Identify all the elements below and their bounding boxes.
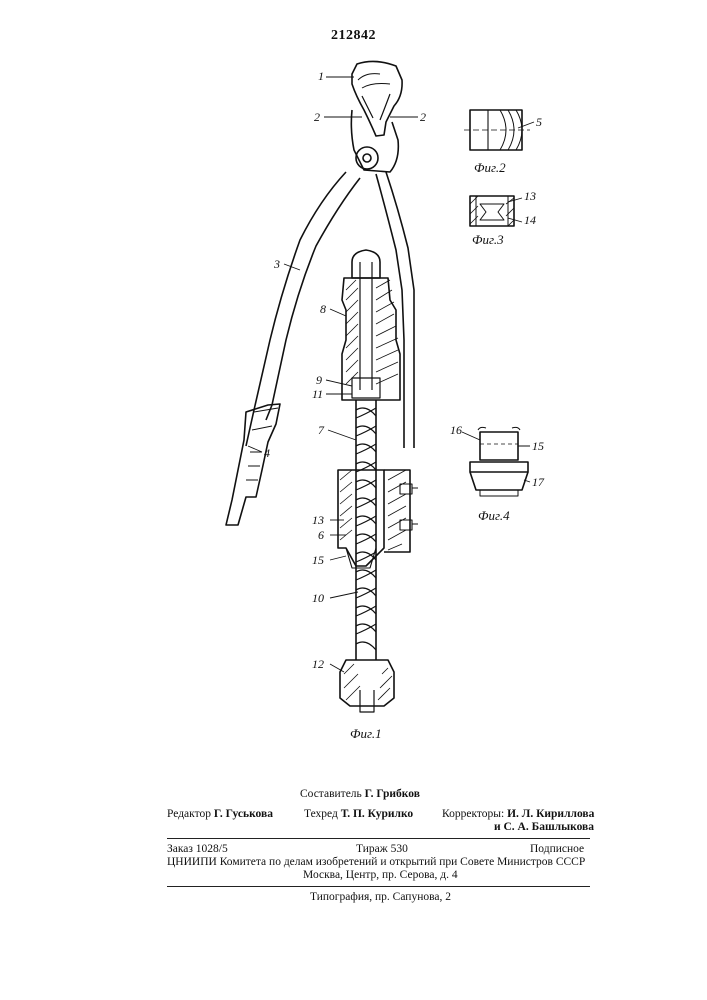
callout-4: 4	[264, 446, 270, 460]
callout-12: 12	[312, 657, 324, 671]
caption-fig1: Фиг.1	[350, 726, 382, 741]
fig3-detail	[470, 196, 522, 226]
callout-17: 17	[532, 475, 545, 489]
callout-16: 16	[450, 423, 462, 437]
techred-line: Техред Т. П. Курилко	[304, 808, 413, 821]
callout-3: 3	[273, 257, 280, 271]
callout-10: 10	[312, 591, 324, 605]
callout-7: 7	[318, 423, 325, 437]
callout-9: 9	[316, 373, 322, 387]
callout-2-right: 2	[420, 110, 426, 124]
divider-top	[167, 838, 590, 839]
correctors-line: Корректоры: И. Л. Кириллова	[442, 808, 594, 821]
correctors-label: Корректоры:	[442, 808, 504, 820]
corrector-1: И. Л. Кириллова	[507, 808, 594, 820]
corrector-2-line: и С. А. Башлыкова	[494, 821, 594, 834]
callout-6: 6	[318, 528, 324, 542]
circulation: Тираж 530	[356, 843, 408, 856]
callout-15-fig4: 15	[532, 439, 544, 453]
handle-left	[226, 172, 360, 525]
corrector-2: и С. А. Башлыкова	[494, 821, 594, 833]
caption-fig4: Фиг.4	[478, 508, 510, 523]
handle-right	[376, 172, 414, 448]
callout-15: 15	[312, 553, 324, 567]
editor-name: Г. Гуськова	[214, 808, 273, 820]
callout-1: 1	[318, 69, 324, 83]
subscription-note: Подписное	[530, 843, 584, 856]
twisted-rod	[356, 400, 376, 660]
callout-14: 14	[524, 213, 536, 227]
callout-2-left: 2	[314, 110, 320, 124]
techred-label: Техред	[304, 808, 338, 820]
printing-house: Типография, пр. Сапунова, 2	[310, 891, 451, 904]
callout-5: 5	[536, 115, 542, 129]
caption-fig2: Фиг.2	[474, 160, 506, 175]
callout-11: 11	[312, 387, 323, 401]
compiler-name: Г. Грибков	[365, 788, 420, 800]
institute-line: ЦНИИПИ Комитета по делам изобретений и о…	[167, 856, 585, 869]
lower-clamp	[338, 470, 418, 568]
callout-13-fig3: 13	[524, 189, 536, 203]
editor-line: Редактор Г. Гуськова	[167, 808, 273, 821]
divider-bottom	[167, 886, 590, 887]
compiler-label: Составитель	[300, 788, 362, 800]
address-line: Москва, Центр, пр. Серова, д. 4	[303, 869, 458, 882]
leader-lines	[248, 77, 418, 672]
end-nut	[340, 660, 394, 712]
order-number: Заказ 1028/5	[167, 843, 228, 856]
callout-13: 13	[312, 513, 324, 527]
fig2-detail	[464, 110, 534, 150]
editor-label: Редактор	[167, 808, 211, 820]
compiler-line: Составитель Г. Грибков	[300, 788, 420, 801]
techred-name: Т. П. Курилко	[341, 808, 413, 820]
callout-8: 8	[320, 302, 326, 316]
caption-fig3: Фиг.3	[472, 232, 504, 247]
patent-drawing: 1 2 2 3 4 5 8 9 11 7 13 6 15 10 12 13 14…	[0, 0, 707, 760]
upper-body	[342, 250, 400, 400]
fig4-detail	[462, 427, 530, 496]
